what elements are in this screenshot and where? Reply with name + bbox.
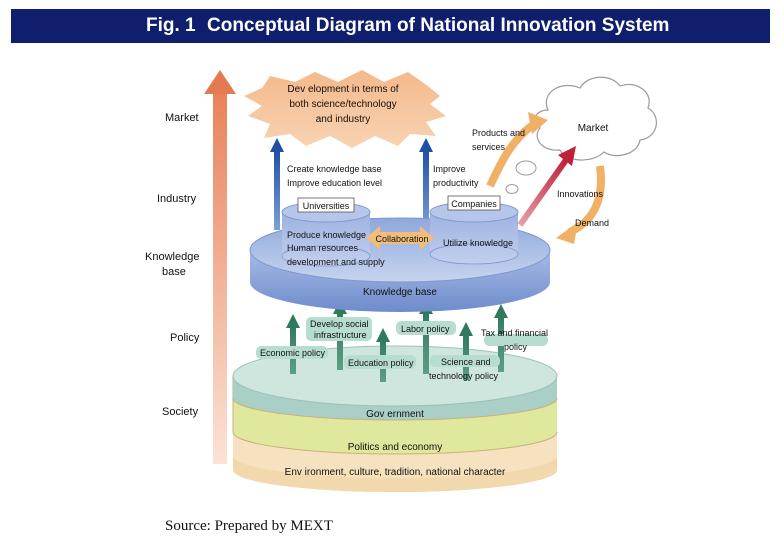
science-pill (430, 355, 500, 367)
science-line-1: Science and (441, 357, 491, 367)
education-label: Education policy (348, 358, 414, 368)
burst-line-2: both science/technology (289, 99, 396, 110)
figure-number: Fig. 1 (146, 15, 196, 36)
science-line-2: technology policy (429, 371, 499, 381)
collaboration-arrow (366, 226, 434, 250)
improve-arrow (419, 138, 433, 230)
labor-pill (396, 321, 456, 335)
source-note: Source: Prepared by MEXT (165, 518, 333, 534)
demand-arrow (556, 165, 605, 244)
levels-arrow (204, 70, 236, 464)
cloud-label: Market (578, 123, 609, 134)
collaboration-label: Collaboration (375, 234, 428, 244)
market-cloud: Market (505, 76, 657, 194)
title-bar: Fig. 1 Conceptual Diagram of National In… (11, 9, 770, 43)
utilize-label: Utilize knowledge (443, 238, 513, 248)
develop-line-1: Develop social (310, 319, 369, 329)
products-line-1: Products and (472, 128, 525, 138)
improve-line-2: productivity (433, 178, 479, 188)
universities-label: Universities (303, 201, 350, 211)
demand-label: Demand (575, 218, 609, 228)
create-line-2: Improve education level (287, 178, 382, 188)
tax-line-1: Tax and financial (481, 328, 548, 338)
improve-line-1: Improve (433, 164, 466, 174)
knowledge-base-label: Knowledge base (363, 287, 437, 298)
burst-line-1: Dev elopment in terms of (287, 84, 398, 95)
politics-label: Politics and economy (348, 442, 443, 453)
education-pill (344, 355, 416, 369)
companies-cylinder (429, 201, 519, 265)
burst-line-3: and industry (316, 114, 370, 125)
tax-pill (484, 334, 548, 346)
environment-label: Env ironment, culture, tradition, nation… (285, 467, 506, 478)
innovations-arrow (517, 146, 576, 227)
figure-title: Conceptual Diagram of National Innovatio… (207, 15, 670, 36)
level-industry: Industry (157, 193, 197, 205)
products-arrow (486, 112, 548, 188)
level-policy: Policy (170, 332, 200, 344)
create-line-1: Create knowledge base (287, 164, 382, 174)
innovations-label: Innovations (557, 189, 604, 199)
produce-line-2: Human resources (287, 243, 359, 253)
companies-box (447, 195, 501, 211)
tax-line-2: policy (504, 342, 528, 352)
level-market: Market (165, 112, 199, 124)
economic-policy-pill (256, 346, 328, 359)
society-stack (232, 345, 558, 492)
level-knowledge: Knowledge (145, 251, 199, 263)
produce-line-3: development and supply (287, 257, 385, 267)
economic-policy-label: Economic policy (260, 348, 326, 358)
companies-label: Companies (451, 199, 497, 209)
development-burst: Dev elopment in terms of both science/te… (244, 70, 446, 148)
universities-box (297, 197, 355, 213)
products-line-2: services (472, 142, 506, 152)
level-base: base (162, 266, 186, 278)
level-society: Society (162, 406, 199, 418)
create-arrow (270, 138, 284, 230)
labor-label: Labor policy (401, 324, 450, 334)
produce-line-1: Produce knowledge (287, 230, 366, 240)
develop-pill (306, 317, 372, 341)
develop-line-2: infrastructure (314, 330, 367, 340)
government-label: Gov ernment (366, 409, 424, 420)
